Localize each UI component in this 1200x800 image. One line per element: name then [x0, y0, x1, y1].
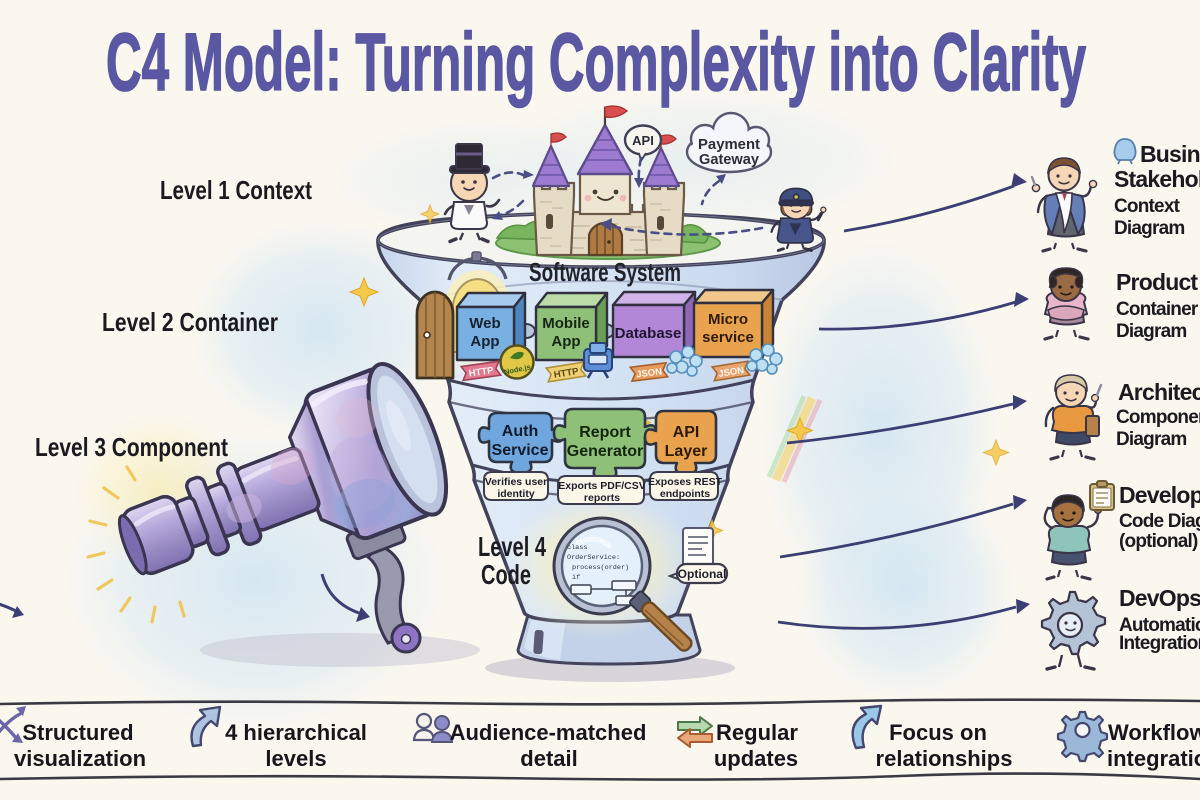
svg-text:Container: Container [1116, 299, 1199, 320]
svg-text:service: service [702, 329, 754, 346]
svg-text:Payment: Payment [698, 137, 760, 153]
svg-text:Diagram: Diagram [1116, 429, 1186, 450]
svg-text:HTTP: HTTP [553, 366, 580, 381]
svg-text:Diagram: Diagram [1116, 321, 1186, 342]
svg-text:Structured: Structured [22, 720, 133, 745]
svg-text:API: API [632, 133, 654, 148]
svg-text:Report: Report [579, 424, 631, 441]
svg-text:Gateway: Gateway [699, 152, 759, 168]
svg-text:Generator: Generator [567, 443, 643, 460]
svg-text:Optional: Optional [678, 567, 727, 581]
svg-text:Focus on: Focus on [889, 720, 987, 745]
svg-text:Regular: Regular [716, 720, 798, 745]
svg-text:visualization: visualization [14, 746, 146, 771]
svg-text:Level 2 Container: Level 2 Container [102, 307, 278, 337]
svg-text:Software System: Software System [529, 257, 681, 287]
svg-text:updates: updates [714, 746, 798, 771]
svg-text:App: App [551, 333, 580, 350]
svg-text:Context: Context [1114, 196, 1181, 217]
svg-text:Integration: Integration [1119, 633, 1200, 654]
svg-text:Verifies user: Verifies user [485, 476, 547, 488]
svg-text:Mobile: Mobile [542, 315, 590, 332]
svg-text:Micro: Micro [708, 311, 748, 328]
svg-text:Business: Business [1140, 141, 1200, 167]
svg-text:identity: identity [497, 488, 534, 500]
svg-text:Web: Web [469, 315, 500, 332]
svg-text:process(order): process(order) [572, 564, 629, 572]
svg-text:Code: Code [481, 559, 531, 590]
svg-text:API: API [673, 424, 700, 441]
svg-text:Audience-matched: Audience-matched [450, 720, 647, 745]
svg-text:Level 4: Level 4 [478, 531, 546, 562]
svg-text:Architects: Architects [1118, 379, 1200, 405]
svg-text:detail: detail [520, 746, 577, 771]
svg-text:JSON: JSON [636, 366, 663, 380]
svg-text:Automation: Automation [1119, 615, 1200, 636]
svg-text:Product Owner: Product Owner [1116, 269, 1200, 295]
svg-text:HTTP: HTTP [468, 365, 495, 379]
svg-text:Exposes REST: Exposes REST [648, 476, 723, 488]
svg-text:reports: reports [584, 492, 620, 504]
svg-text:Exports PDF/CSV: Exports PDF/CSV [558, 480, 646, 492]
svg-text:if: if [572, 574, 580, 582]
svg-text:Level 1 Context: Level 1 Context [160, 175, 312, 205]
svg-text:Developers: Developers [1119, 482, 1200, 508]
svg-text:endpoints: endpoints [660, 488, 710, 500]
svg-text:(optional): (optional) [1119, 531, 1198, 552]
svg-text:OrderService:: OrderService: [567, 554, 620, 562]
svg-text:relationships: relationships [876, 746, 1013, 771]
svg-text:integration: integration [1107, 746, 1200, 771]
svg-text:class: class [567, 544, 587, 552]
svg-text:levels: levels [265, 746, 326, 771]
svg-text:C4 Model: Turning Complexity i: C4 Model: Turning Complexity into Clarit… [106, 17, 1086, 108]
svg-text:JSON: JSON [718, 365, 745, 380]
svg-text:Level 3 Component: Level 3 Component [35, 432, 228, 462]
svg-text:Code Diagram: Code Diagram [1119, 511, 1200, 532]
svg-text:Service: Service [492, 442, 549, 459]
svg-text:Layer: Layer [665, 443, 708, 460]
svg-text:DevOps: DevOps [1119, 585, 1200, 611]
svg-text:App: App [470, 333, 499, 350]
svg-text:Auth: Auth [502, 423, 538, 440]
svg-text:Stakeholder: Stakeholder [1114, 166, 1200, 192]
svg-text:Diagram: Diagram [1114, 218, 1184, 239]
svg-text:Database: Database [615, 325, 682, 342]
svg-text:4 hierarchical: 4 hierarchical [225, 720, 367, 745]
svg-text:Component: Component [1116, 407, 1200, 428]
svg-text:Workflow: Workflow [1108, 720, 1200, 745]
